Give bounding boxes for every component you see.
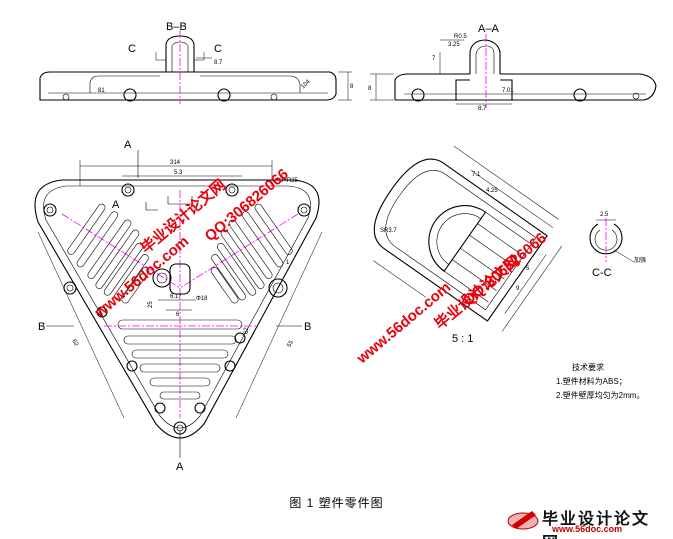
dim-617: 6.17	[170, 294, 182, 300]
slots-bottom	[117, 319, 243, 400]
dim-425: 4.25	[486, 188, 498, 194]
site-logo: 毕业设计论文网 www.56doc.com	[506, 505, 666, 539]
detail-view	[373, 145, 563, 332]
dim-62b: 62	[244, 327, 250, 334]
label-cc: C-C	[592, 267, 612, 279]
dim-81: 81	[98, 88, 105, 94]
notes-title: 技术要求	[572, 362, 604, 372]
dim-r05: R0.5	[454, 34, 467, 40]
dim-9: 9	[516, 286, 520, 292]
dim-5: 5	[526, 266, 530, 272]
label-bb: B–B	[166, 21, 187, 33]
label-aa: A–A	[478, 23, 499, 35]
dim-8-right: 8	[368, 86, 372, 92]
logo-url: www.56doc.com	[552, 524, 623, 534]
dim-87: 8.7	[214, 60, 223, 66]
dim-104: 104	[300, 78, 312, 90]
dim-701: 7.01	[502, 88, 514, 94]
plan-view-triangle	[34, 150, 323, 458]
label-a-bottom: A	[176, 461, 184, 473]
dim-6: 6	[176, 312, 180, 318]
dim-53: 5.3	[174, 170, 183, 176]
dim-8: 8	[350, 84, 354, 90]
dim-3xr25: 3×R25	[280, 178, 299, 184]
label-a-top: A	[124, 139, 132, 151]
label-a-inner: A	[112, 199, 120, 211]
dim-1: 1	[286, 260, 290, 266]
label-b-right: B	[304, 321, 311, 333]
label-jiaqiang: 加强	[634, 256, 646, 264]
section-cc-view	[589, 218, 635, 263]
dim-25: 25	[148, 301, 154, 308]
watermark-qq-left: QQ:306826066	[202, 166, 292, 246]
slots-left	[67, 203, 150, 304]
section-bb-view	[39, 30, 352, 104]
dim-sr37: SR3.7	[380, 228, 397, 234]
dim-7: 7	[432, 56, 436, 62]
figure-caption: 图 1 塑件零件图	[289, 496, 384, 510]
label-b-left: B	[38, 321, 45, 333]
dim-phi18: Φ18	[196, 296, 208, 302]
logo-pen-icon	[507, 511, 539, 530]
logo-name: 毕业设计论文网	[542, 511, 651, 539]
label-c-right: C	[214, 43, 222, 55]
dim-87-aa: 8.7	[478, 106, 487, 112]
dim-25b: 2.5	[600, 212, 609, 218]
notes-line-2: 2.塑件壁厚均匀为2mm。	[556, 390, 644, 400]
dim-314: 314	[170, 160, 181, 166]
label-c-left: C	[128, 43, 136, 55]
dim-325: 3.25	[448, 42, 460, 48]
dim-62: 62	[70, 339, 79, 348]
dim-71: 7.1	[472, 172, 481, 178]
slots-right	[210, 203, 293, 304]
notes-line-1: 1.塑件材料为ABS；	[556, 376, 627, 386]
dim-55: 55	[287, 339, 296, 348]
label-scale: 5 : 1	[452, 333, 473, 345]
section-aa-view	[370, 34, 657, 108]
